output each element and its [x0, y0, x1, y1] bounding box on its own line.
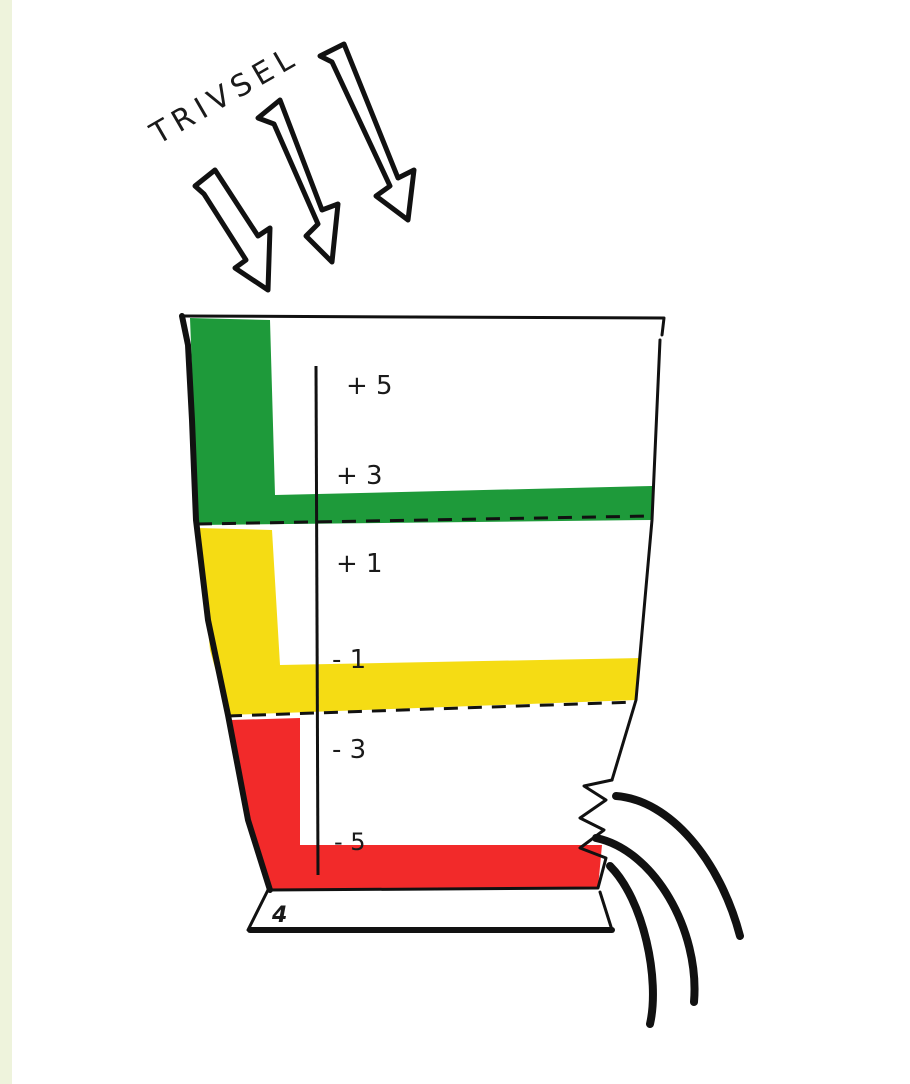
arrow-in-icon [320, 44, 414, 220]
base-label: 4 [271, 903, 287, 928]
scale-label-plus-5: + 5 [346, 371, 393, 401]
scale-label-plus-1: + 1 [336, 549, 383, 579]
leak-arrow-icon [596, 796, 740, 1024]
scale-label-minus-1: - 1 [332, 645, 366, 675]
zone-yellow [198, 528, 640, 715]
zone-red [230, 718, 602, 890]
scale-label-minus-5: - 5 [334, 828, 366, 856]
scale-axis [316, 366, 318, 875]
scale-label-plus-3: + 3 [336, 461, 383, 491]
zone-green [190, 318, 652, 525]
scale-label-minus-3: - 3 [332, 735, 366, 765]
arrow-in-icon [195, 170, 270, 290]
